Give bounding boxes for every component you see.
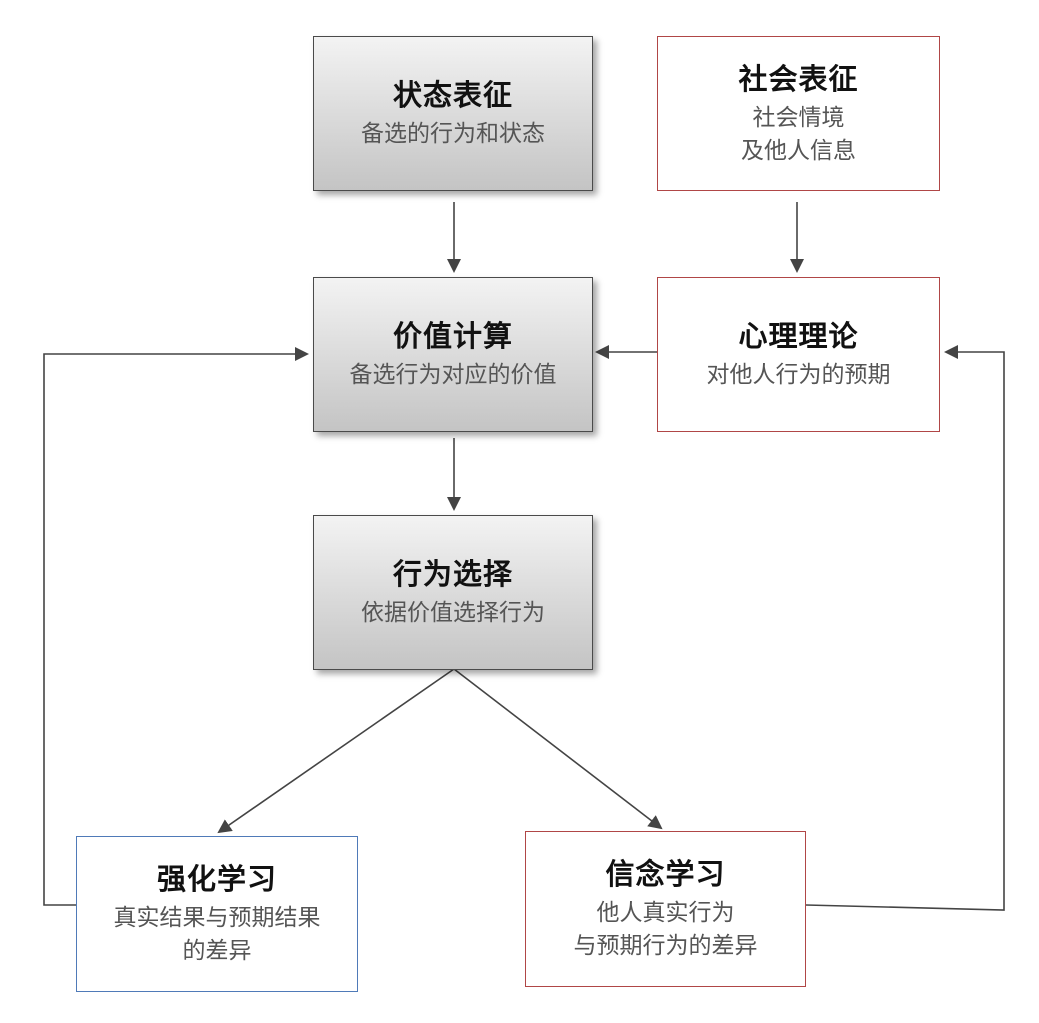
node-social-title: 社会表征 bbox=[738, 61, 859, 96]
node-reinforcement-learning: 强化学习 真实结果与预期结果 的差异 bbox=[76, 836, 358, 992]
node-social-line-2: 及他人信息 bbox=[741, 137, 856, 164]
node-belief-title: 信念学习 bbox=[605, 857, 726, 891]
node-rl-line-1: 真实结果与预期结果 bbox=[113, 905, 321, 931]
node-mind-title: 心理理论 bbox=[738, 319, 859, 353]
arrow-choice-to-belief bbox=[453, 668, 663, 830]
node-value-computation: 价值计算 备选行为对应的价值 bbox=[313, 277, 593, 432]
node-choice-title: 行为选择 bbox=[392, 557, 513, 591]
node-action-selection: 行为选择 依据价值选择行为 bbox=[313, 515, 593, 670]
node-state-title: 状态表征 bbox=[392, 78, 513, 112]
arrow-choice-to-rl bbox=[217, 668, 455, 834]
node-value-title: 价值计算 bbox=[392, 319, 513, 353]
node-rl-title: 强化学习 bbox=[156, 862, 277, 896]
arrow-rl-to-value bbox=[43, 347, 309, 906]
arrow-belief-to-mind bbox=[805, 345, 1005, 911]
node-social-representation: 社会表征 社会情境 及他人信息 bbox=[657, 36, 940, 191]
node-state-representation: 状态表征 备选的行为和状态 bbox=[313, 36, 593, 191]
node-belief-learning: 信念学习 他人真实行为 与预期行为的差异 bbox=[525, 831, 806, 987]
node-belief-line-2: 与预期行为的差异 bbox=[573, 933, 758, 959]
node-state-line-1: 备选的行为和状态 bbox=[361, 121, 545, 147]
node-social-line-1: 社会情境 bbox=[752, 104, 845, 131]
node-mind-line-1: 对他人行为的预期 bbox=[706, 362, 891, 388]
node-belief-line-1: 他人真实行为 bbox=[596, 900, 735, 926]
node-value-line-1: 备选行为对应的价值 bbox=[349, 362, 557, 388]
node-choice-line-1: 依据价值选择行为 bbox=[361, 600, 545, 626]
node-theory-of-mind: 心理理论 对他人行为的预期 bbox=[657, 277, 940, 432]
node-rl-line-2: 的差异 bbox=[182, 938, 252, 964]
